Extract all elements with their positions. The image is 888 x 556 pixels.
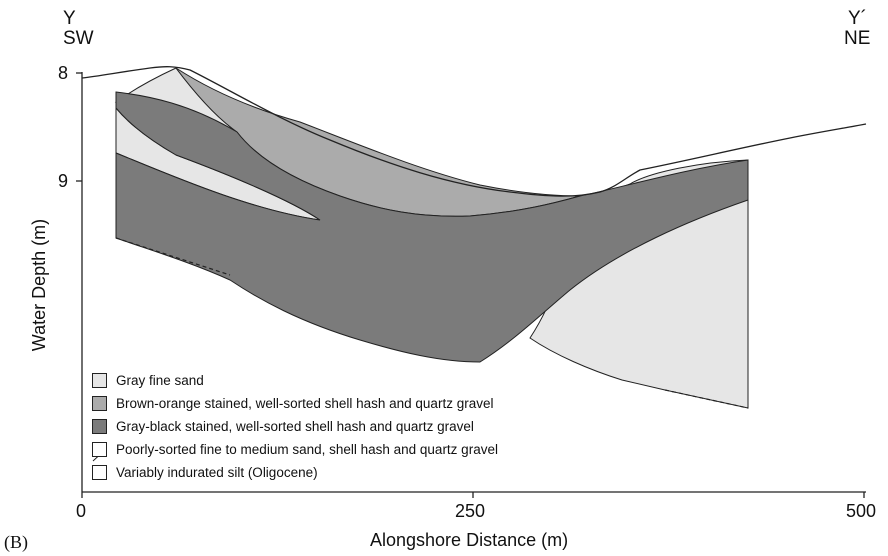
legend-item-gray-fine-sand: Gray fine sand xyxy=(92,370,498,391)
x-tick-label-0: 0 xyxy=(76,501,87,521)
base-dashed-left xyxy=(115,237,231,276)
legend-label: Poorly-sorted fine to medium sand, shell… xyxy=(116,441,498,457)
legend-label: Gray fine sand xyxy=(116,372,204,388)
legend: Gray fine sand Brown-orange stained, wel… xyxy=(92,370,498,485)
unit-gray-black-shell-hash-upper xyxy=(115,91,749,363)
x-tick-label-250: 250 xyxy=(455,501,486,521)
legend-label: Gray-black stained, well-sorted shell ha… xyxy=(116,418,474,434)
legend-item-brown-orange: Brown-orange stained, well-sorted shell … xyxy=(92,393,498,414)
y-tick-label-8: 8 xyxy=(58,63,69,83)
seafloor-profile xyxy=(81,66,867,197)
legend-item-silt: Variably indurated silt (Oligocene) xyxy=(92,462,498,483)
panel-label: (B) xyxy=(4,532,28,552)
legend-item-poorly-sorted: Poorly-sorted fine to medium sand, shell… xyxy=(92,439,498,460)
legend-item-gray-black: Gray-black stained, well-sorted shell ha… xyxy=(92,416,498,437)
legend-swatch-silt xyxy=(92,465,107,480)
y-axis-label: Water Depth (m) xyxy=(29,218,49,352)
legend-swatch-gray-black xyxy=(92,419,107,434)
base-dashed-right xyxy=(664,389,749,409)
legend-swatch-brown-orange xyxy=(92,396,107,411)
corner-left-letter: Y xyxy=(63,8,76,29)
legend-swatch-poorly-sorted xyxy=(92,442,107,457)
corner-left-direction: SW xyxy=(63,28,94,49)
y-tick-label-9: 9 xyxy=(58,171,69,191)
corner-right-letter: Y´ xyxy=(848,8,867,29)
legend-label: Brown-orange stained, well-sorted shell … xyxy=(116,395,494,411)
legend-swatch-gray-fine-sand xyxy=(92,373,107,388)
legend-label: Variably indurated silt (Oligocene) xyxy=(116,464,318,480)
x-axis-label: Alongshore Distance (m) xyxy=(370,530,569,550)
corner-right-direction: NE xyxy=(844,28,871,49)
x-tick-label-500: 500 xyxy=(846,501,877,521)
